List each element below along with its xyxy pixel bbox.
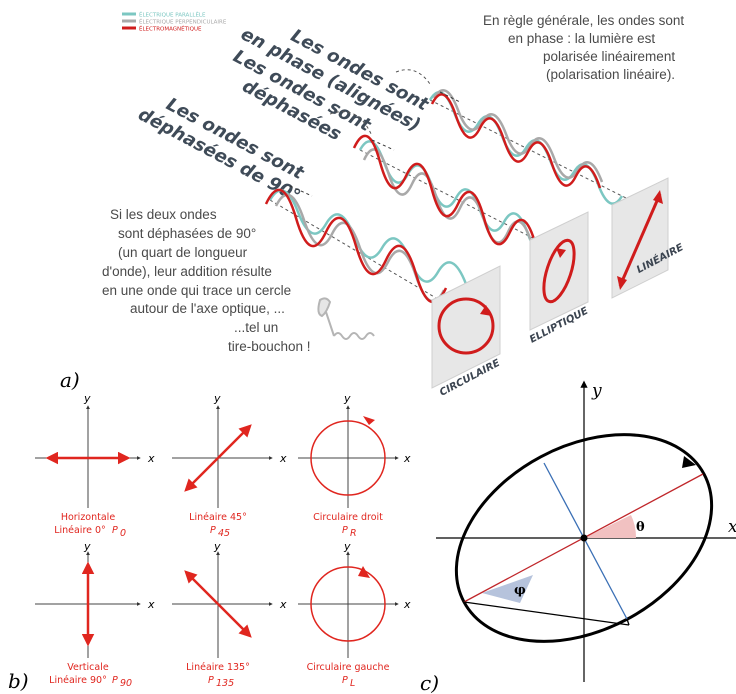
label-b: b) [8, 669, 29, 693]
axis-x-label: x [279, 598, 287, 611]
corkscrew-note: ...tel un tire-bouchon ! [228, 320, 311, 354]
pol-subtitle: Linéaire 90° [49, 675, 107, 686]
pol-symbol: P [210, 525, 216, 536]
corkscrew-icon [317, 297, 375, 340]
label-a: a) [60, 368, 80, 392]
pol-symbol: P [112, 525, 118, 536]
theta-sector [584, 515, 637, 538]
corkscrew-note-line: tire-bouchon ! [228, 339, 311, 354]
phi-label: φ [514, 583, 526, 598]
pol-title: Circulaire gauche [307, 662, 390, 673]
pol-title: Linéaire 135° [186, 662, 250, 673]
pol-symbol: P [342, 525, 348, 536]
axis-y-label: y [213, 540, 221, 553]
legend-label-perpendicular: ÉLECTRIQUE PERPENDICULAIRE [139, 18, 227, 26]
pol-symbol-sub: 90 [120, 678, 132, 689]
axis-y-label: y [83, 540, 91, 553]
pol-title: Linéaire 45° [189, 512, 247, 523]
panel-a-diagram: ÉLECTRIQUE PARALLÈLE ÉLECTRIQUE PERPENDI… [60, 11, 686, 399]
label-c: c) [420, 671, 439, 694]
pol-title: Circulaire droit [313, 512, 383, 523]
pol-vertical: x y Verticale Linéaire 90° P 90 [35, 540, 155, 689]
legend-label-parallel: ÉLECTRIQUE PARALLÈLE [139, 11, 206, 19]
right-note-line: en phase : la lumière est [508, 31, 655, 46]
axis-x-label: x [403, 452, 411, 465]
pol-symbol: P [208, 675, 214, 686]
left-note-line: d'onde), leur addition résulte [102, 264, 272, 279]
right-note: En règle générale, les ondes sont en pha… [483, 13, 684, 82]
axis-y-label: y [83, 392, 91, 405]
pol-horizontal: x y Horizontale Linéaire 0° P 0 [35, 392, 155, 539]
pol-circular-right: x y Circulaire droit P R [298, 392, 411, 539]
axis-y-label: y [591, 381, 602, 401]
pol-symbol-sub: 0 [120, 528, 126, 539]
pol-symbol: P [342, 675, 348, 686]
legend: ÉLECTRIQUE PARALLÈLE ÉLECTRIQUE PERPENDI… [122, 11, 227, 33]
left-note-line: en une onde qui trace un cercle [102, 283, 291, 298]
axis-y-label: y [343, 540, 351, 553]
wave-in-phase [395, 69, 641, 206]
right-note-line: En règle générale, les ondes sont [483, 13, 684, 28]
pol-subtitle: Linéaire 0° [54, 525, 106, 536]
direction-arrow-icon [682, 456, 696, 468]
pol-title: Verticale [67, 662, 109, 673]
origin-point [580, 534, 588, 542]
axis-x-label: x [279, 452, 287, 465]
pol-linear-135: x y Linéaire 135° P 135 [172, 540, 287, 689]
phi-sector [482, 575, 533, 603]
legend-label-electromagnetic: ÉLECTROMAGNÉTIQUE [139, 25, 202, 33]
panel-linear [611, 177, 669, 299]
panel-c-diagram: y x θ φ c) [420, 380, 736, 694]
left-note-line: Si les deux ondes [110, 207, 217, 222]
left-note-line: sont déphasées de 90° [118, 226, 256, 241]
axis-x-label: x [147, 598, 155, 611]
pol-symbol-sub: L [350, 678, 355, 689]
phi-line [463, 601, 630, 626]
right-note-line: polarisée linéairement [543, 49, 675, 64]
axis-x-label: x [403, 598, 411, 611]
pol-linear-45: x y Linéaire 45° P 45 [172, 392, 287, 539]
corkscrew-note-line: ...tel un [234, 320, 278, 335]
theta-label: θ [636, 520, 645, 535]
right-note-line: (polarisation linéaire). [546, 67, 675, 82]
panel-circular [431, 265, 501, 389]
pol-symbol-sub: R [350, 528, 357, 539]
pol-symbol: P [112, 675, 118, 686]
axis-x-label: x [147, 452, 155, 465]
left-note-line: (un quart de longueur [118, 245, 248, 260]
pol-symbol-sub: 45 [218, 528, 230, 539]
left-note-line: autour de l'axe optique, ... [130, 301, 285, 316]
pol-circular-left: x y Circulaire gauche P L [298, 540, 411, 689]
axis-x-label: x [728, 517, 736, 537]
pol-title: Horizontale [61, 512, 116, 523]
panel-b-diagram: x y Horizontale Linéaire 0° P 0 x y Liné… [8, 392, 411, 693]
panel-elliptical [529, 211, 589, 331]
axis-y-label: y [213, 392, 221, 405]
axis-y-label: y [343, 392, 351, 405]
pol-symbol-sub: 135 [216, 678, 234, 689]
left-note: Si les deux ondes sont déphasées de 90° … [102, 207, 291, 316]
